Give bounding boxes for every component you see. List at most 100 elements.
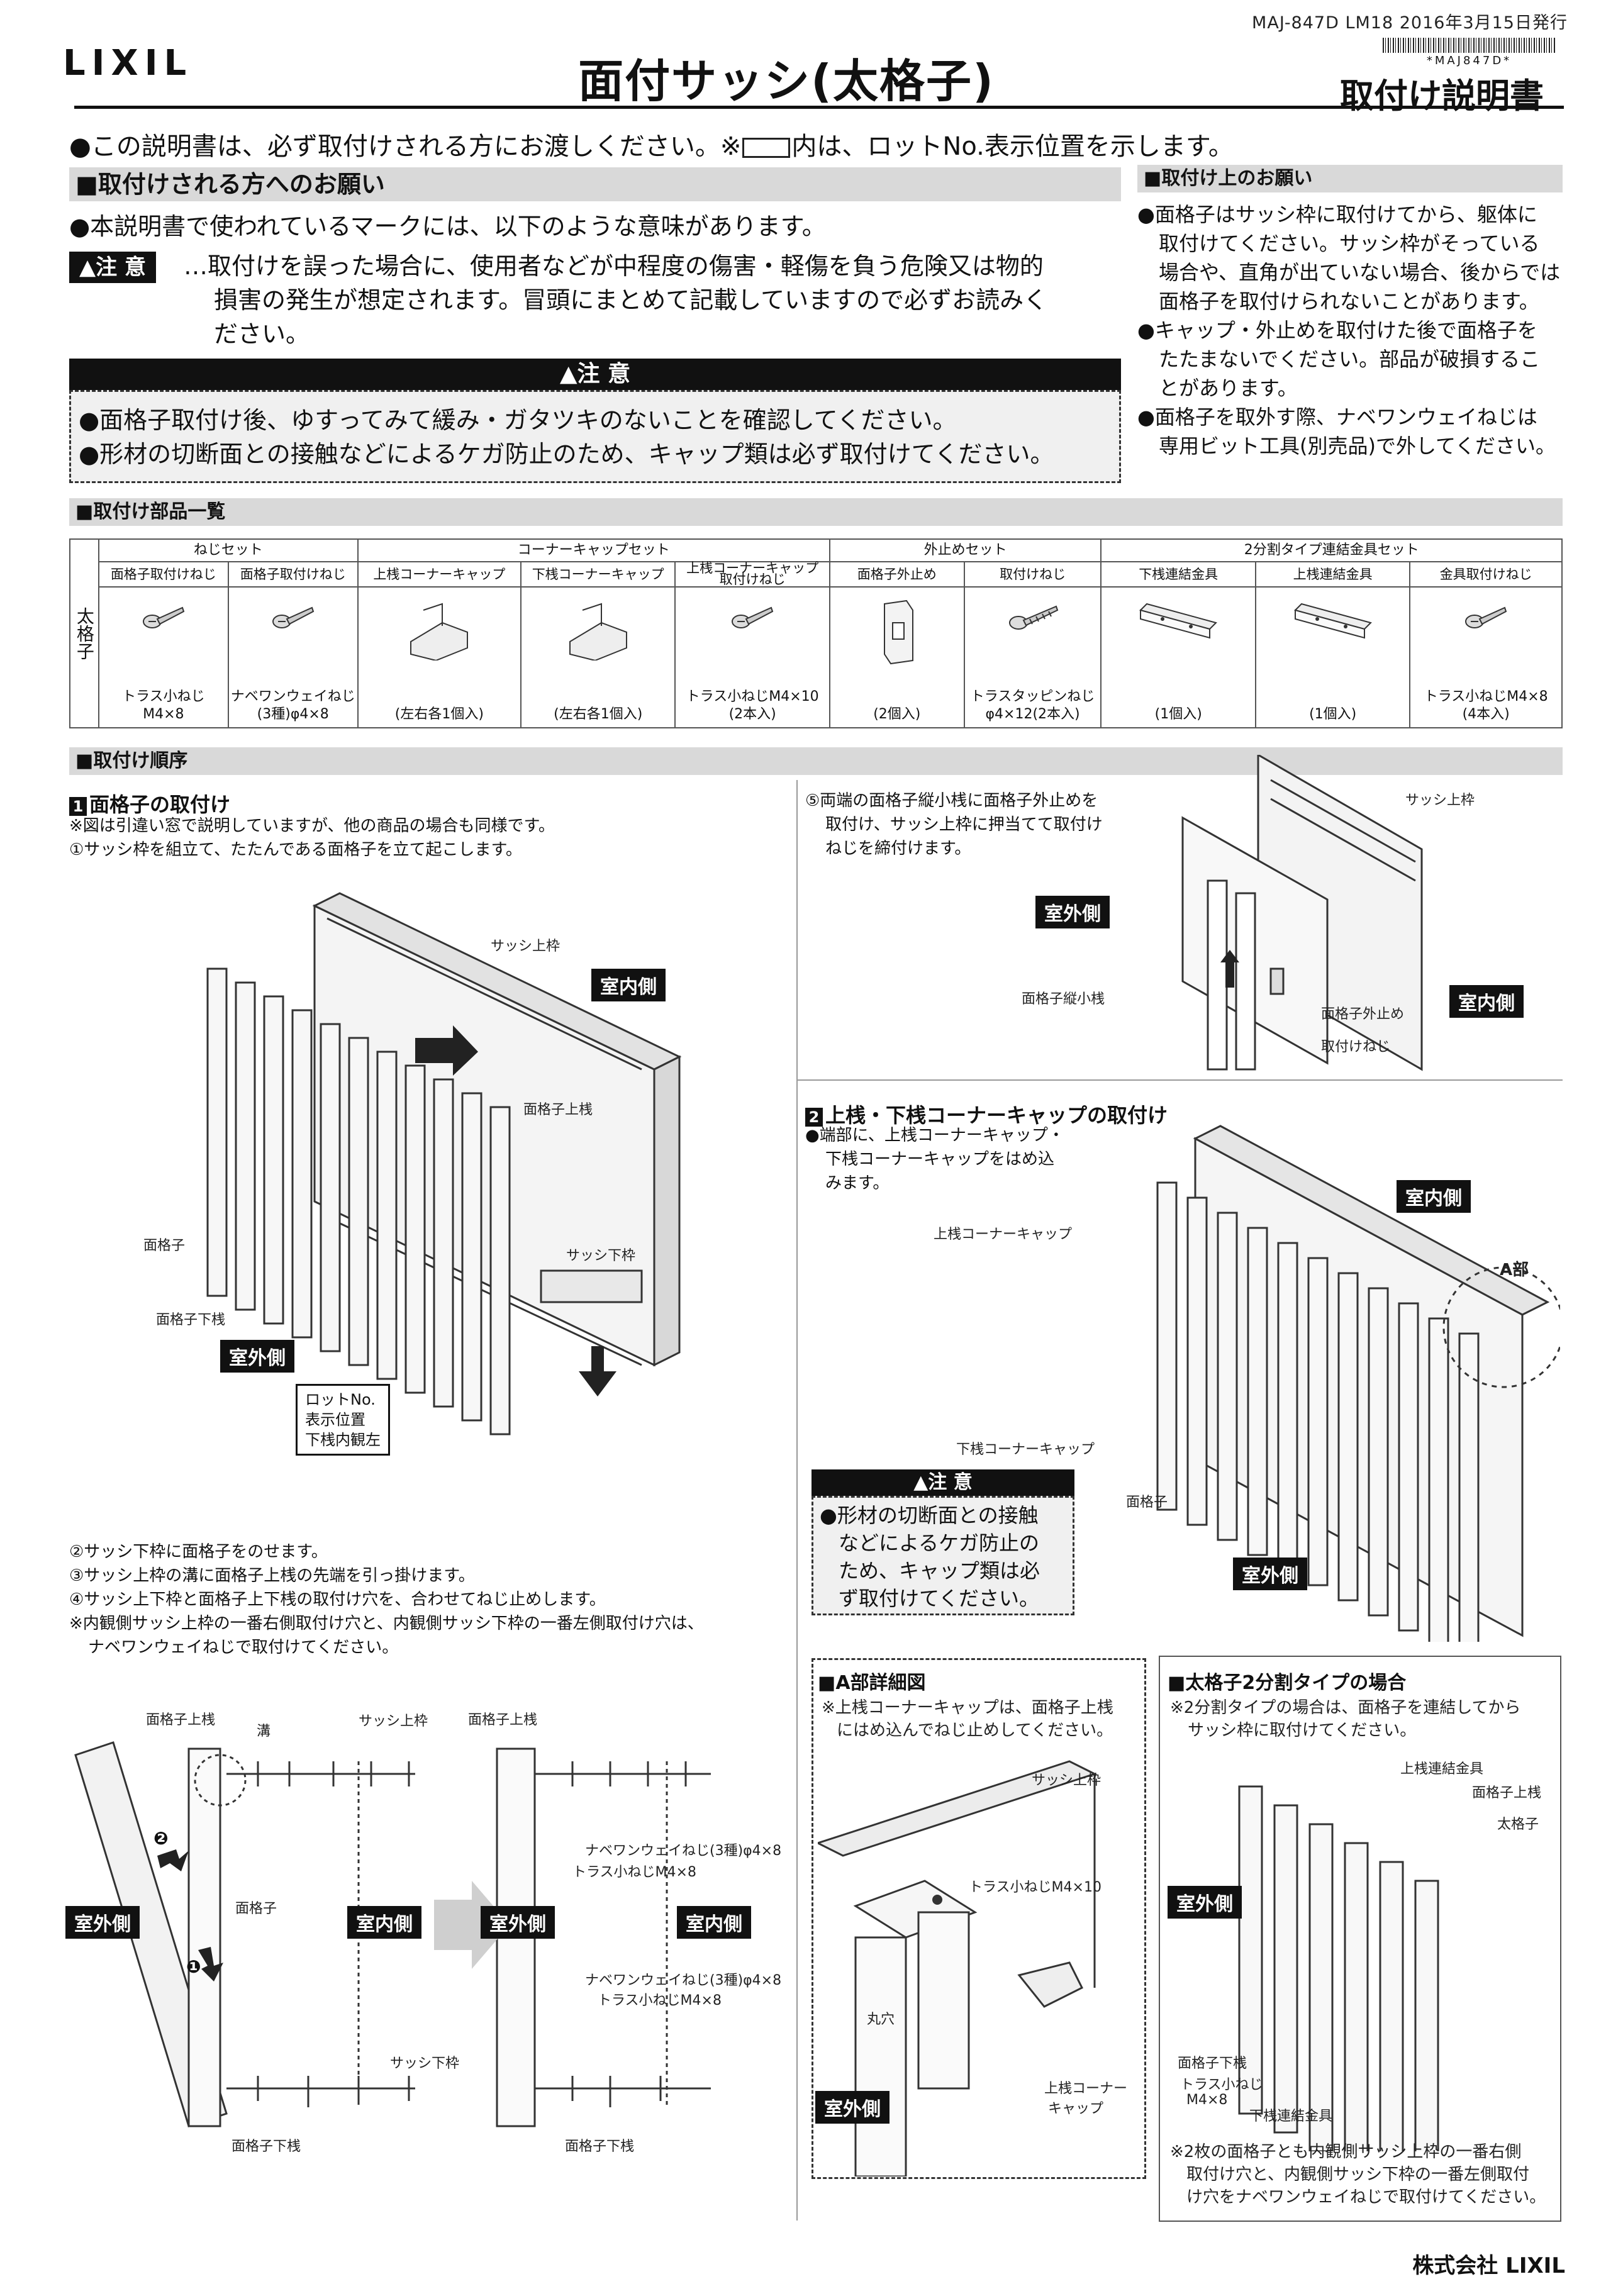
grille-bar: [1238, 1785, 1263, 2115]
step1-number: 1: [69, 797, 87, 816]
grille-bar: [404, 1064, 426, 1394]
sec2-label-truss2: トラス小ねじM4×8: [598, 1993, 722, 2009]
parts-group: ねじセット: [98, 538, 359, 562]
step5-label-vertical: 面格子縦小桟: [1022, 991, 1105, 1007]
notes-line: 専用ビット工具(別売品)で外してください。: [1159, 434, 1556, 458]
grille-bar: [461, 1092, 482, 1422]
step1-note: ※図は引違い窓で説明していますが、他の商品の場合も同様です。: [69, 816, 555, 835]
document-type: 取付け説明書: [1340, 76, 1544, 116]
parts-group: コーナーキャップセット: [357, 538, 830, 562]
grille-bar: [1458, 1332, 1480, 1642]
caution-tag: ▲注 意: [69, 252, 156, 283]
parts-heading: ■取付け部品一覧: [69, 498, 1563, 526]
part-desc: (左右各1個入): [554, 706, 643, 722]
grille-bar: [1156, 1181, 1178, 1511]
part-cell: ナベワンウェイねじ(3種)φ4×8: [227, 586, 359, 728]
split-note1: ※2分割タイプの場合は、面格子を連結してから: [1170, 1698, 1521, 1717]
caution-tag-label: ▲注 意: [69, 252, 156, 283]
step2-caution-bar: ▲注 意: [812, 1469, 1074, 1496]
grille-bar: [1247, 1227, 1268, 1556]
grille-bar: [1368, 1287, 1389, 1617]
sec-label-sash-bottom: サッシ下枠: [390, 2056, 460, 2071]
detail-a-cap2: キャップ: [1048, 2101, 1104, 2117]
step2-label-top-cap: 上桟コーナーキャップ: [934, 1227, 1073, 1242]
part-cell: (1個入): [1100, 586, 1256, 728]
split-end1: ※2枚の面格子とも内観側サッシ上枠の一番右側: [1170, 2143, 1522, 2161]
step1-sub3: ③サッシ上枠の溝に面格子上桟の先端を引っ掛けます。: [69, 1566, 475, 1585]
part-desc: トラス小ねじM4×8(4本入): [1424, 689, 1548, 722]
notes-line: ●面格子を取外す際、ナベワンウェイねじは: [1137, 405, 1537, 429]
grille-bar: [1337, 1272, 1359, 1602]
detail-a-box: [812, 1658, 1146, 2179]
detail-a-outdoor: 室外側: [815, 2091, 890, 2124]
sec2-label-truss1: トラス小ねじM4×8: [572, 1864, 696, 1880]
notes-line: とがあります。: [1159, 376, 1298, 400]
part-name: 面格子取付けねじ: [98, 561, 229, 588]
label-grille: 面格子: [143, 1238, 186, 1254]
step5-text1: ⑤両端の面格子縦小桟に面格子外止めを: [805, 791, 1098, 810]
step2-caution-box: ●形材の切断面との接触 などによるケガ防止の ため、キャップ類は必 ず取付けてく…: [812, 1496, 1074, 1615]
sec2-label-nabe2: ナベワンウェイねじ(3種)φ4×8: [585, 1973, 782, 1988]
marks-line: ●本説明書で使われているマークには、以下のような意味があります。: [69, 213, 826, 240]
caution-desc-3: ださい。: [214, 320, 310, 348]
sec2-label-grille-bottom: 面格子下桟: [565, 2139, 635, 2154]
split-note2: サッシ枠に取付けてください。: [1188, 1721, 1417, 1740]
step2-text3: みます。: [825, 1174, 890, 1193]
caution-bar: ▲注 意: [69, 359, 1121, 390]
label-outdoor: 室外側: [220, 1340, 294, 1373]
lot-number-label: ロットNo. 表示位置 下桟内観左: [296, 1384, 390, 1456]
caution-item-1: ●面格子取付け後、ゆすってみて緩み・ガタツキのないことを確認してください。: [79, 406, 957, 434]
mark-1: ❶: [186, 1956, 201, 1977]
sec2-label-outdoor: 室外側: [481, 1906, 555, 1939]
step1-sub4-note2: ナベワンウェイねじで取付けてください。: [88, 1638, 399, 1657]
caution-desc-1: …取付けを誤った場合に、使用者などが中程度の傷害・軽傷を負う危険又は物的: [184, 252, 1044, 280]
grille-bar: [376, 1050, 398, 1380]
sec-label-indoor: 室内側: [347, 1906, 421, 1939]
grille-bar: [1398, 1302, 1419, 1632]
step2-label-bottom-cap: 下桟コーナーキャップ: [956, 1442, 1095, 1457]
parts-table: 太格子 ねじセット コーナーキャップセット 外止めセット 2分割タイプ連結金具セ…: [69, 538, 1563, 728]
procedure-heading: ■取付け順序: [69, 747, 1563, 775]
part-desc: (1個入): [1154, 706, 1202, 722]
step1-sub1: ①サッシ枠を組立て、たたんである面格子を立て起こします。: [69, 840, 522, 859]
notes-line: 面格子を取付けられないことがあります。: [1159, 289, 1539, 313]
sec2-label-nabe1: ナベワンウェイねじ(3種)φ4×8: [585, 1843, 782, 1859]
grille-bar: [433, 1078, 454, 1408]
part-cell: トラス小ねじM4×8(4本入): [1409, 586, 1563, 728]
split-end3: け穴をナベワンウェイねじで取付けてください。: [1186, 2188, 1546, 2207]
grille-raise-illustration: [206, 892, 682, 1435]
sec-label-grille: 面格子: [235, 1901, 277, 1917]
arrow-icon: [198, 1947, 223, 1981]
label-indoor: 室内側: [591, 969, 666, 1001]
grille-bar: [1277, 1242, 1298, 1571]
label-sash-top: サッシ上枠: [491, 939, 561, 954]
grille-bar: [1186, 1196, 1208, 1526]
label-grille-top: 面格子上桟: [523, 1102, 593, 1118]
step5-label-indoor: 室内側: [1449, 985, 1524, 1018]
part-cell: (2個入): [828, 586, 965, 728]
detail-a-screw: トラス小ねじM4×10: [969, 1880, 1102, 1895]
parts-row-label: 太格子: [69, 538, 99, 728]
grille-bar: [1344, 1842, 1369, 2151]
sec-label-groove: 溝: [257, 1724, 271, 1739]
step5-text3: ねじを締付けます。: [825, 839, 971, 858]
label-grille-bottom: 面格子下桟: [156, 1312, 226, 1328]
grille-bar: [1308, 1823, 1334, 2151]
grille-bar: [320, 1023, 341, 1352]
grille-bar: [291, 1009, 313, 1339]
notes-heading: ■取付け上のお願い: [1137, 165, 1563, 192]
split-thick: 太格子: [1497, 1817, 1539, 1832]
split-grille-bottom: 面格子下桟: [1178, 2056, 1247, 2071]
intro-text-before: ●この説明書は、必ず取付けされる方にお渡しください。※: [69, 132, 742, 161]
detail-a-note2: にはめ込んでねじ止めしてください。: [837, 1721, 1113, 1740]
step2-label-grille: 面格子: [1126, 1495, 1168, 1510]
grille-bar: [1414, 1880, 1439, 2151]
sec-label-sash-top: サッシ上枠: [359, 1714, 428, 1729]
lixil-logo: LIXIL: [63, 43, 193, 84]
publish-info: MAJ-847D LM18 2016年3月15日発行: [1252, 13, 1568, 33]
notes-line: ●面格子はサッシ枠に取付けてから、躯体に: [1137, 203, 1537, 226]
barcode-text: *MAJ847D*: [1426, 54, 1512, 67]
